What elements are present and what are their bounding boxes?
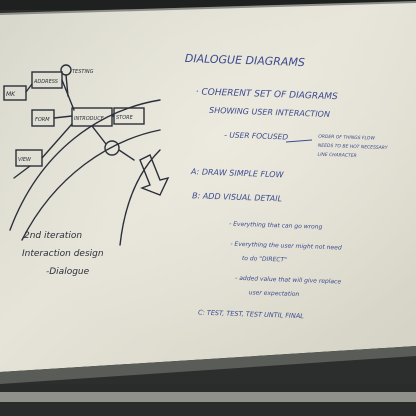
left-note-line-1: 2nd iteration xyxy=(24,231,82,241)
box-label: TESTING xyxy=(72,69,94,75)
connector xyxy=(118,149,135,161)
detail-2b: to do "DIRECT" xyxy=(242,255,287,264)
side-note-2: NEEDS TO BE HOT NECESSARY xyxy=(318,143,389,151)
connector xyxy=(53,115,73,119)
connector xyxy=(65,74,69,97)
item-b: B: ADD VISUAL DETAIL xyxy=(192,191,282,203)
side-note-3: LINE CHARACTER xyxy=(317,152,356,159)
detail-3b: user expectation xyxy=(249,289,300,298)
bullet-sub: - USER FOCUSED xyxy=(224,130,288,141)
connector xyxy=(25,83,33,93)
node-mk xyxy=(3,85,27,101)
box-label: ADDRESS xyxy=(33,79,59,85)
detail-1: - Everything that can go wrong xyxy=(229,221,323,231)
curved-band-outer xyxy=(9,99,161,231)
bullet-main-cont: SHOWING USER INTERACTION xyxy=(209,106,330,119)
marker-ledge xyxy=(0,346,416,384)
curved-band-lower xyxy=(119,149,161,246)
box-label: FORM xyxy=(35,117,50,123)
side-note-connector xyxy=(285,139,313,143)
whiteboard-glare xyxy=(0,2,416,372)
connector xyxy=(91,125,107,145)
dialogue-diagram-sketch xyxy=(3,64,170,246)
box-label: VIEW xyxy=(18,157,32,163)
board-title: DIALOGUE DIAGRAMS xyxy=(185,52,306,69)
item-c: C: TEST, TEST, TEST UNTIL FINAL xyxy=(198,309,304,321)
box-label: INTRODUCE xyxy=(74,116,105,122)
top-dark-strip xyxy=(0,0,416,10)
curved-band-inner xyxy=(21,129,161,241)
bullet-main: · COHERENT SET OF DIAGRAMS xyxy=(196,87,339,102)
left-note-line-3: -Dialogue xyxy=(46,267,90,277)
item-a: A: DRAW SIMPLE FLOW xyxy=(190,167,285,179)
box-label: MK xyxy=(6,91,16,98)
connector xyxy=(13,165,31,179)
side-note-1: ORDER OF THINGS FLOW xyxy=(318,134,375,142)
connector xyxy=(41,123,73,159)
detail-3: - added value that will give replace xyxy=(235,275,341,286)
box-label: STORE xyxy=(116,115,134,121)
board-frame-top xyxy=(0,1,416,15)
left-note-line-2: Interaction design xyxy=(22,249,104,259)
node-target xyxy=(104,140,120,156)
detail-2: - Everything the user might not need xyxy=(230,241,342,252)
lower-rail xyxy=(0,392,416,402)
flow-arrow xyxy=(139,154,170,196)
